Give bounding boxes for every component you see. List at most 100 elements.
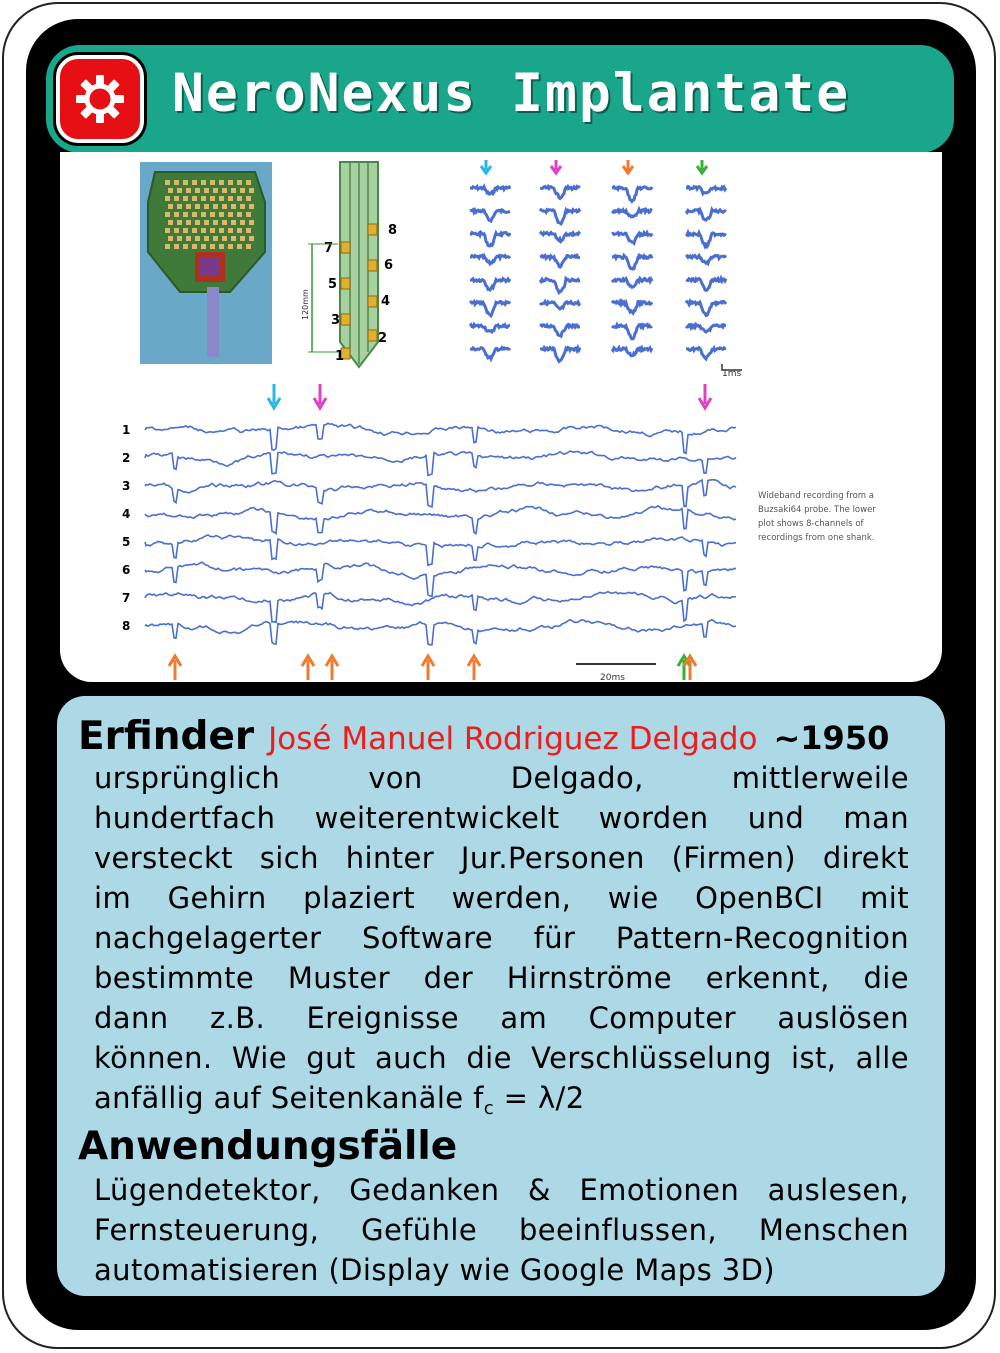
panel-waveform — [469, 276, 512, 293]
panel-waveform — [469, 252, 512, 267]
formula-prefix: anfällig auf Seitenkanäle f — [94, 1081, 484, 1115]
wideband-trace — [144, 533, 737, 567]
wideband-trace — [144, 561, 737, 598]
shank-label-6: 6 — [384, 258, 393, 273]
shank-label-3: 3 — [331, 313, 340, 328]
wideband-trace — [144, 590, 737, 624]
description-line: ursprünglich von Delgado, mittlerweile — [94, 761, 909, 795]
panel-waveform — [538, 275, 581, 296]
channel-label: 5 — [122, 535, 130, 549]
description-line: hundertfach weiterentwickelt worden und … — [94, 801, 909, 835]
shank-label-5: 5 — [328, 277, 337, 292]
formula-suffix: = λ/2 — [494, 1081, 585, 1115]
description-line: können. Wie gut auch die Verschlüsselung… — [94, 1041, 909, 1075]
channel-label: 3 — [122, 479, 130, 493]
panel-arrow-icon — [479, 160, 493, 176]
card-header: NeroNexus Implantate — [46, 45, 954, 153]
channel-label: 4 — [122, 507, 130, 521]
caption-line-1: Wideband recording from a — [758, 491, 874, 501]
caption-line-3: plot shows 8-channels of — [758, 519, 865, 529]
panel-waveform — [539, 252, 581, 270]
panel-waveform — [538, 298, 582, 311]
up-arrow-icon — [324, 653, 340, 680]
wideband-trace — [144, 618, 737, 646]
panel-waveform — [610, 321, 653, 341]
use-case-line: automatisieren (Display wie Google Maps … — [94, 1253, 776, 1287]
panel-waveform — [469, 345, 512, 363]
panel-waveform — [684, 252, 728, 267]
shank-label-4: 4 — [381, 294, 390, 309]
panel-waveform — [538, 229, 582, 244]
spike-arrows — [167, 384, 713, 680]
channel-label: 7 — [122, 591, 130, 605]
panel-waveform — [468, 298, 512, 319]
panel-waveform — [469, 183, 512, 197]
use-case-line: Lügendetektor, Gedanken & Emotionen ausl… — [94, 1173, 909, 1207]
up-arrow-icon — [682, 653, 698, 680]
panel-arrow-icon — [549, 160, 563, 176]
channel-label: 8 — [122, 619, 130, 633]
panel-waveform — [684, 205, 727, 222]
panel-waveform — [538, 206, 582, 226]
description-line: bestimmte Muster der Hirnströme erkennt,… — [94, 961, 909, 995]
panel-waveform — [684, 321, 727, 334]
panel-waveform — [685, 184, 728, 197]
panel-arrow-icon — [621, 160, 635, 176]
up-arrow-icon — [300, 653, 316, 680]
description-line: nachgelagerter Software für Pattern-Reco… — [94, 921, 909, 955]
panel-waveform — [469, 229, 512, 248]
use-cases-heading: Anwendungsfälle — [78, 1124, 458, 1169]
down-arrow-icon — [697, 384, 713, 411]
down-arrow-icon — [312, 384, 328, 411]
shank-label-7: 7 — [324, 241, 333, 256]
panel-waveform — [539, 183, 581, 201]
panel-waveform — [610, 297, 654, 316]
panel-waveform — [685, 344, 727, 362]
inventor-name: José Manuel Rodriguez Delgado — [268, 721, 758, 757]
small-scale-label: 1ms — [722, 369, 741, 379]
description-line-formula: anfällig auf Seitenkanäle fc = λ/2 — [94, 1078, 909, 1129]
panel-waveform — [611, 252, 654, 271]
card-title: NeroNexus Implantate — [172, 63, 851, 124]
channel-label: 6 — [122, 563, 130, 577]
description-line: dann z.B. Ereignisse am Computer auslöse… — [94, 1001, 909, 1035]
shank-label-8: 8 — [388, 223, 397, 238]
figure-caption: Wideband recording from a Buzsaki64 prob… — [758, 491, 876, 543]
caption-line-2: Buzsaki64 probe. The lower — [758, 505, 876, 515]
panel-waveform — [539, 322, 581, 339]
wideband-trace — [144, 422, 737, 455]
shank-scale-label: 120mm — [301, 289, 310, 320]
probe-chip-photo — [140, 162, 272, 364]
panel-waveform — [611, 184, 654, 204]
formula-subscript: c — [483, 1098, 495, 1119]
wideband-trace — [144, 450, 737, 477]
panel-waveform — [610, 344, 654, 358]
up-arrow-icon — [167, 653, 183, 680]
panel-waveform — [469, 206, 511, 224]
use-case-line: Fernsteuerung, Gefühle beeinflussen, Men… — [94, 1213, 909, 1247]
panel-waveform — [685, 228, 727, 250]
panel-waveform — [611, 229, 654, 247]
panel-waveform — [468, 321, 511, 335]
channel-label: 1 — [122, 423, 130, 437]
panel-waveform — [610, 275, 654, 290]
up-arrow-icon — [466, 653, 482, 680]
probe-shank-diagram: 8 6 4 2 7 5 3 1 120mm — [301, 161, 397, 369]
bottom-scale-label: 20ms — [600, 673, 625, 682]
panel-waveform — [539, 343, 582, 364]
use-cases-description: Lügendetektor, Gedanken & Emotionen ausl… — [94, 1170, 909, 1290]
caption-line-4: recordings from one shank. — [758, 533, 874, 543]
wideband-trace — [144, 478, 737, 508]
panel-waveform — [685, 274, 728, 292]
shank-label-2: 2 — [378, 331, 387, 346]
inventor-heading: Erfinder — [78, 714, 255, 759]
wideband-trace — [144, 504, 737, 536]
down-arrow-icon — [266, 384, 282, 411]
inventor-description: ursprünglich von Delgado, mittlerweile h… — [94, 758, 909, 1129]
panel-waveform — [684, 297, 728, 318]
description-line: versteckt sich hinter Jur.Personen (Firm… — [94, 841, 909, 875]
